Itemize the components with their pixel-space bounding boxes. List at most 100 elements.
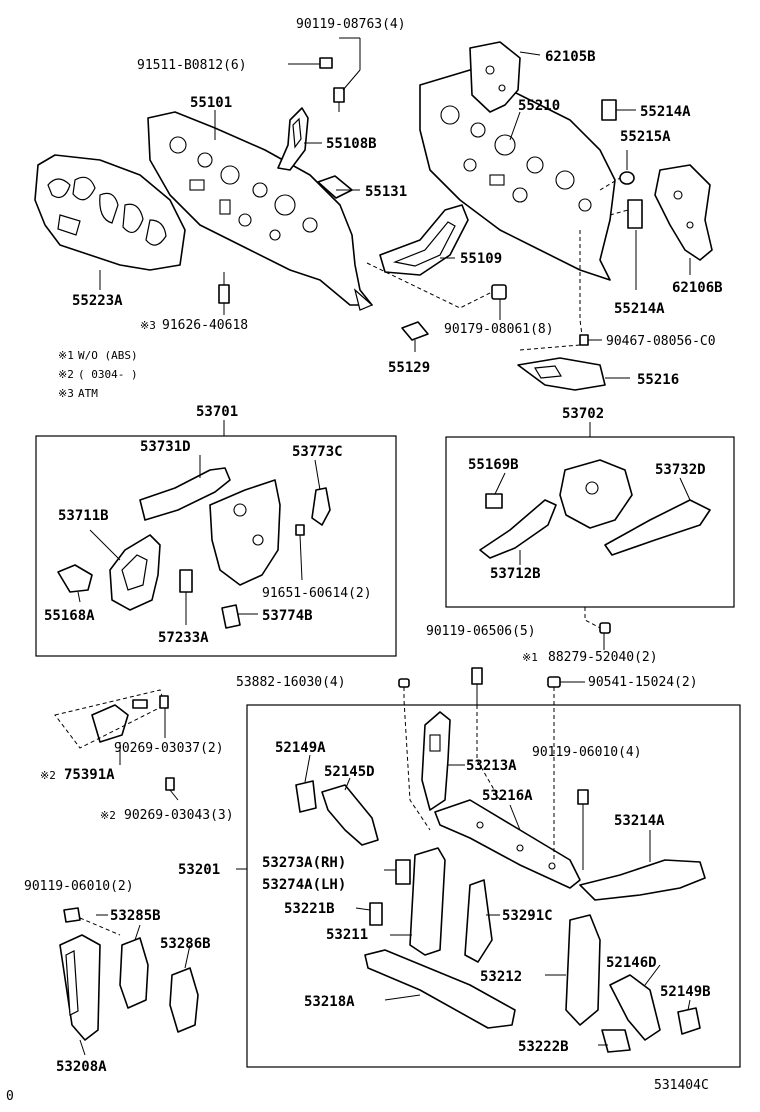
- label-90467-08056: 90467-08056-C0: [606, 334, 716, 349]
- label-55108b: 55108B: [326, 136, 377, 152]
- part-52149b-illustration: [677, 1007, 701, 1035]
- label-57233a: 57233A: [158, 630, 209, 646]
- label-55214a-bottom: 55214A: [614, 301, 665, 317]
- 53201-guides: [403, 687, 555, 860]
- label-53221b: 53221B: [284, 901, 335, 917]
- label-53218a: 53218A: [304, 994, 355, 1010]
- label-53712b: 53712B: [490, 566, 541, 582]
- label-55210: 55210: [518, 98, 560, 114]
- label-53222b: 53222B: [518, 1039, 569, 1055]
- label-55109: 55109: [460, 251, 502, 267]
- label-55216: 55216: [637, 372, 679, 388]
- bolt-91511-illustration: [319, 57, 333, 69]
- label-53216a: 53216A: [482, 788, 533, 804]
- label-91626-40618: 91626-40618: [162, 318, 248, 333]
- label-62105b: 62105B: [545, 49, 596, 65]
- label-53732d: 53732D: [655, 462, 706, 478]
- part-75391a-illustration: [54, 689, 179, 801]
- part-55169b-illustration: [485, 493, 503, 509]
- part-53212-illustration: [565, 914, 601, 1026]
- part-53222b-illustration: [601, 1029, 631, 1053]
- group-53201-box: [246, 704, 741, 1068]
- note-text-2: ( 0304- ): [78, 368, 138, 381]
- part-53712b-illustration: [479, 499, 557, 559]
- label-90119-06506: 90119-06506(5): [426, 624, 536, 639]
- part-53208a-illustration: [59, 934, 101, 1041]
- clip-90179-illustration: [491, 284, 507, 300]
- middle-connectors: [398, 607, 611, 705]
- note-text-3: ATM: [78, 387, 98, 400]
- label-53773c: 53773C: [292, 444, 343, 460]
- label-90119-06010-l: 90119-06010(2): [24, 879, 134, 894]
- part-53773c-illustration: [311, 487, 331, 526]
- label-90269-03037: 90269-03037(2): [114, 741, 224, 756]
- label-88279-52040: 88279-52040(2): [548, 650, 658, 665]
- note-ref-3-91626: ※3: [140, 319, 156, 332]
- part-55129-illustration: [401, 321, 429, 341]
- label-group-53201: 53201: [178, 862, 220, 878]
- part-53285b-illustration: [119, 937, 149, 1009]
- label-53882-16030: 53882-16030(4): [236, 675, 346, 690]
- note-ref-2-90269-03043: ※2: [100, 809, 116, 822]
- part-53213a-illustration: [421, 711, 451, 811]
- part-53711b-illustration: [109, 534, 161, 611]
- bolt-90119-06010-l-illustration: [63, 907, 81, 923]
- part-55214a-top-illustration: [601, 99, 617, 121]
- part-53731d-illustration: [139, 467, 231, 521]
- label-52149b: 52149B: [660, 984, 711, 1000]
- part-labels: 90119-08763(4) 91511-B0812(6) 62105B 551…: [6, 17, 723, 1104]
- note-mark-3: ※3: [58, 387, 74, 400]
- part-55216-illustration: [517, 357, 606, 391]
- diagram-code: 531404C: [654, 1078, 709, 1093]
- label-53711b: 53711B: [58, 508, 109, 524]
- part-55101-illustration: [147, 111, 374, 311]
- part-53732d-illustration: [604, 499, 711, 556]
- bolt-91651-illustration: [295, 524, 305, 536]
- part-55108b-illustration: [277, 107, 309, 171]
- label-55169b: 55169B: [468, 457, 519, 473]
- note-text-1: W/O (ABS): [78, 349, 138, 362]
- part-main-apron-illustration: [209, 479, 281, 586]
- bolt-90119-06010-r-illustration: [577, 789, 589, 870]
- label-52149a: 52149A: [275, 740, 326, 756]
- part-53291c-illustration: [464, 879, 493, 963]
- label-53731d: 53731D: [140, 439, 191, 455]
- label-55223a: 55223A: [72, 293, 123, 309]
- part-52145d-illustration: [321, 784, 379, 846]
- label-52146d: 52146D: [606, 955, 657, 971]
- part-53774b-illustration: [221, 604, 241, 629]
- label-53211: 53211: [326, 927, 368, 943]
- page-marker: 0: [6, 1089, 14, 1104]
- label-53213a: 53213A: [466, 758, 517, 774]
- label-53285b: 53285B: [110, 908, 161, 924]
- label-53274a: 53274A(LH): [262, 877, 346, 893]
- label-52145d: 52145D: [324, 764, 375, 780]
- part-55223a-illustration: [34, 154, 186, 271]
- label-55129: 55129: [388, 360, 430, 376]
- label-53214a: 53214A: [614, 813, 665, 829]
- label-53774b: 53774B: [262, 608, 313, 624]
- clip-91626-illustration: [218, 272, 230, 304]
- label-90179-08061: 90179-08061(8): [444, 322, 554, 337]
- label-90119-06010-r: 90119-06010(4): [532, 745, 642, 760]
- part-55215a-illustration: [619, 171, 635, 185]
- label-55101: 55101: [190, 95, 232, 111]
- part-rh-apron-illustration: [559, 459, 633, 529]
- label-91511-b0812: 91511-B0812(6): [137, 58, 247, 73]
- part-55168a-illustration: [57, 564, 93, 593]
- part-62106b-illustration: [654, 164, 713, 261]
- left-bottom-guides: [79, 917, 121, 936]
- part-57233a-illustration: [179, 569, 193, 593]
- part-62105b-illustration: [469, 41, 521, 113]
- part-53216a-illustration: [434, 799, 581, 889]
- label-75391a: 75391A: [64, 767, 115, 783]
- label-53208a: 53208A: [56, 1059, 107, 1075]
- label-91651-60614: 91651-60614(2): [262, 586, 372, 601]
- label-90269-03043: 90269-03043(3): [124, 808, 234, 823]
- part-53286b-illustration: [169, 967, 199, 1033]
- part-53273a-illustration: [395, 859, 411, 885]
- label-55168a: 55168A: [44, 608, 95, 624]
- top-section-guides: [339, 37, 629, 351]
- label-53212: 53212: [480, 969, 522, 985]
